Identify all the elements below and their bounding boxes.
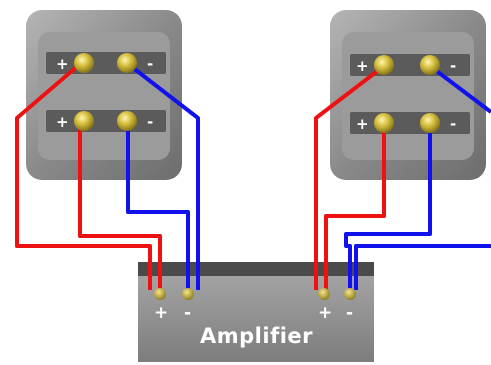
terminal-binding-post (117, 111, 137, 131)
wire-right-positive-inner (324, 124, 386, 290)
speaker-left-panel (38, 32, 170, 160)
terminal-sign: + (56, 55, 69, 73)
speaker-left (26, 10, 182, 180)
terminal-sign: + (56, 113, 69, 131)
speaker-right (330, 10, 486, 180)
wire-right-positive-outer (314, 64, 386, 290)
terminal-binding-post (74, 53, 94, 73)
terminal-binding-post (420, 55, 440, 75)
amplifier-terminals: + - + - (154, 288, 356, 323)
wire-right-negative-offscreen (354, 244, 491, 290)
terminal-sign: - (450, 57, 456, 75)
terminal-sign: + (356, 57, 369, 75)
terminal-sign: - (147, 113, 153, 131)
amplifier-terminal-post (344, 288, 356, 300)
terminal-binding-post (374, 113, 394, 133)
terminal-sign: - (147, 55, 153, 73)
terminal-sign: + (356, 115, 369, 133)
terminal-sign: - (450, 115, 456, 133)
amplifier-terminal-post (154, 288, 166, 300)
amplifier-label: Amplifier (200, 324, 313, 348)
terminal-binding-post (74, 111, 94, 131)
terminal-binding-post (420, 113, 440, 133)
speaker-right-terminals: + - + - (356, 55, 456, 133)
amplifier-body (138, 276, 374, 362)
terminal-binding-post (117, 53, 137, 73)
amplifier-terminal-post (318, 288, 330, 300)
amplifier-terminal-sign: - (346, 303, 353, 323)
wires (15, 62, 491, 290)
amplifier-terminal-post (182, 288, 194, 300)
wire-right-negative-inner (344, 124, 432, 290)
wire-left-positive-outer (15, 62, 152, 290)
terminal-binding-post (374, 55, 394, 75)
speaker-left-terminals: + - + - (56, 53, 153, 131)
wire-left-negative-inner (126, 122, 190, 290)
wire-right-negative-outer (428, 64, 491, 114)
speaker-right-panel (342, 32, 474, 160)
amplifier-top-edge (138, 262, 374, 276)
wire-left-positive-inner (78, 122, 162, 290)
amplifier-terminal-sign: + (318, 303, 332, 323)
wire-left-negative-outer (126, 62, 200, 290)
amplifier-terminal-sign: - (184, 303, 191, 323)
amplifier-terminal-sign: + (154, 303, 168, 323)
